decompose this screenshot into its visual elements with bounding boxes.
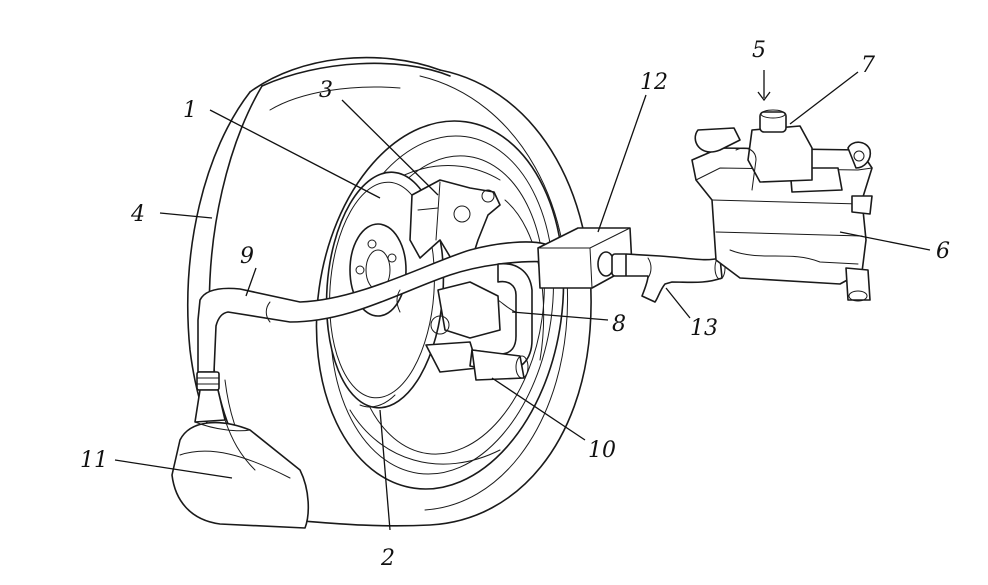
- arrow-5: [757, 91, 771, 102]
- cooling-duct-8: [469, 262, 533, 381]
- leader-3: [341, 99, 439, 196]
- leader-10: [491, 377, 586, 441]
- connector-box: [537, 227, 633, 289]
- leader-11: [114, 459, 233, 479]
- leader-6: [839, 231, 931, 251]
- cooling-duct-13: [625, 253, 726, 303]
- numeral-2: 2: [381, 546, 395, 571]
- air-scoop: [171, 419, 310, 529]
- numeral-13: 13: [690, 316, 718, 341]
- leader-2: [379, 409, 391, 531]
- numeral-1: 1: [183, 98, 197, 123]
- numeral-11: 11: [80, 448, 108, 473]
- numeral-6: 6: [936, 239, 950, 264]
- numeral-12: 12: [640, 70, 668, 95]
- numeral-5: 5: [752, 38, 766, 63]
- numeral-3: 3: [319, 78, 333, 103]
- leader-7: [789, 71, 859, 125]
- numeral-9: 9: [240, 244, 254, 269]
- leader-4: [159, 212, 213, 219]
- leader-13: [665, 287, 691, 319]
- wheel-carrier: [425, 281, 501, 373]
- reservoir: [691, 109, 873, 302]
- numeral-10: 10: [588, 438, 616, 463]
- cooling-duct-9: [194, 241, 549, 423]
- leader-9: [245, 267, 257, 297]
- numeral-7: 7: [861, 53, 875, 78]
- leader-12: [597, 94, 647, 233]
- leader-lines: [114, 70, 931, 531]
- numeral-8: 8: [612, 312, 626, 337]
- rim: [315, 120, 565, 490]
- leader-8: [511, 311, 609, 321]
- brake-caliper: [409, 179, 501, 266]
- leader-1: [209, 109, 381, 199]
- numeral-4: 4: [131, 202, 145, 227]
